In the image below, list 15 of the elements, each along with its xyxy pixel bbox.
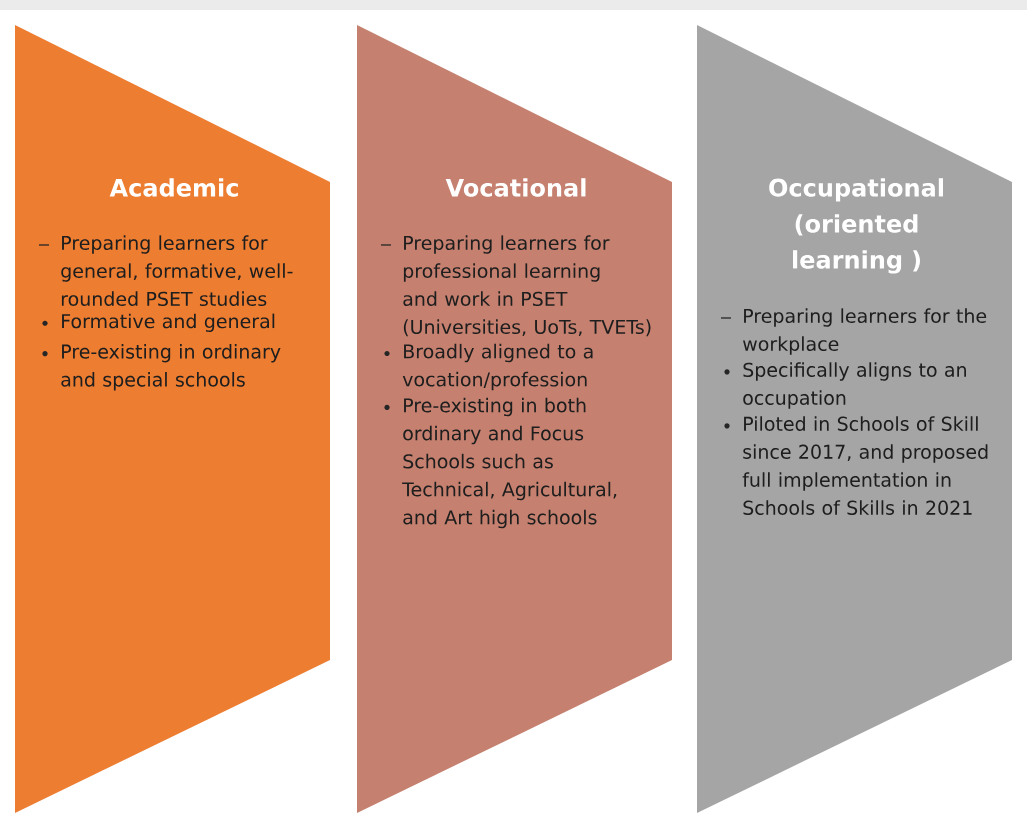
bullet-item: Pre-existing in both ordinary and Focus Schools such as Technical, Agricultural, and Art high schools <box>384 397 617 529</box>
bullet-item: Preparing learners for general, formative, well-rounded PSET studies <box>38 235 293 307</box>
bullet-item: Pre-existing in ordinary and special schools <box>42 344 281 391</box>
panel-heading: Occupational (oriented learning ) <box>769 178 943 274</box>
bullet-item: Piloted in Schools of Skill since 2017, and proposed full implementation in Schools of Skills in 2021 <box>724 416 988 515</box>
bullet-item: Preparing learners for professional learning and work in PSET (Universities, UoTs, TVETs) <box>380 235 651 337</box>
chevron-panel <box>697 25 1012 813</box>
chevron-panel <box>357 25 672 813</box>
bullet-item: Specifically aligns to an occupation <box>724 362 966 409</box>
bullet-item: Formative and general <box>42 313 275 332</box>
bullet-item: Broadly aligned to a vocation/profession <box>384 343 593 391</box>
panel-heading: Academic <box>109 178 238 197</box>
bullet-item: Preparing learners for the workplace <box>720 308 987 355</box>
panel-heading: Vocational <box>445 178 586 197</box>
chevron-panel <box>15 25 330 813</box>
